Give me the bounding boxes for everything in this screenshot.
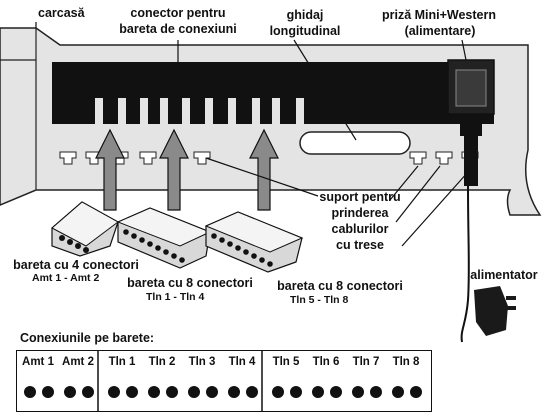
label-conector-line1: conector pentru [130,6,226,20]
label-bareta8b-sub: Tln 5 - Tln 8 [290,294,349,306]
terminal-dot [290,386,302,398]
label-alimentator: alimentator [470,268,538,282]
label-suport-line2: prinderea [331,206,389,220]
table-cell-tln8: Tln 8 [392,356,420,368]
table-cell-tln1: Tln 1 [108,356,136,368]
table-cell-tln7: Tln 7 [352,356,380,368]
terminal-dot [166,386,178,398]
label-conector-line2: bareta de conexiuni [119,22,237,36]
table-cell-tln2: Tln 2 [148,356,176,368]
label-suport-line4: cu trese [336,238,384,252]
terminal-dot [312,386,324,398]
label-priza-line2: (alimentare) [404,24,476,38]
longitudinal-guide [299,131,411,155]
terminal-dot [188,386,200,398]
table-title: Conexiunile pe barete: [20,331,155,345]
terminal-dot [228,386,240,398]
terminal-dot [148,386,160,398]
power-adapter [460,185,516,343]
strip-8-connectors-b [204,211,304,273]
terminal-dot [410,386,422,398]
label-suport-line3: cablurilor [331,222,389,236]
terminal-dot [42,386,54,398]
power-socket [447,59,495,186]
label-bareta8b-title: bareta cu 8 conectori [277,279,403,293]
label-priza-line1: priză Mini+Western [381,8,497,22]
terminal-dot [126,386,138,398]
terminal-dot [392,386,404,398]
terminal-dot [206,386,218,398]
leader-lines [35,22,469,247]
table-dividers [97,350,263,412]
insert-arrows [95,128,279,211]
terminal-dot [108,386,120,398]
label-bareta4-sub: Amt 1 - Amt 2 [32,272,100,284]
label-bareta4-title: bareta cu 4 conectori [13,258,139,272]
table-cell-amt2: Amt 2 [62,356,94,368]
table-cell-tln5: Tln 5 [272,356,300,368]
terminal-dot [330,386,342,398]
label-bareta8a-sub: Tln 1 - Tln 4 [146,291,205,303]
terminal-dot [370,386,382,398]
terminal-dot [272,386,284,398]
table-cell-amt1: Amt 1 [22,356,54,368]
table-cell-tln4: Tln 4 [228,356,256,368]
label-bareta8a-title: bareta cu 8 conectori [127,276,253,290]
label-ghidaj-line1: ghidaj [286,8,324,22]
terminal-dots [24,386,422,398]
terminal-dot [246,386,258,398]
terminal-dot [64,386,76,398]
connector-block [52,62,494,124]
terminal-dot [352,386,364,398]
table-cell-tln3: Tln 3 [188,356,216,368]
table-cell-tln6: Tln 6 [312,356,340,368]
connection-table [16,350,432,412]
terminal-dot [24,386,36,398]
label-ghidaj-line2: longitudinal [269,24,341,38]
label-carcasa: carcasă [38,6,85,20]
label-suport-line1: suport pentru [319,190,401,204]
terminal-dot [82,386,94,398]
